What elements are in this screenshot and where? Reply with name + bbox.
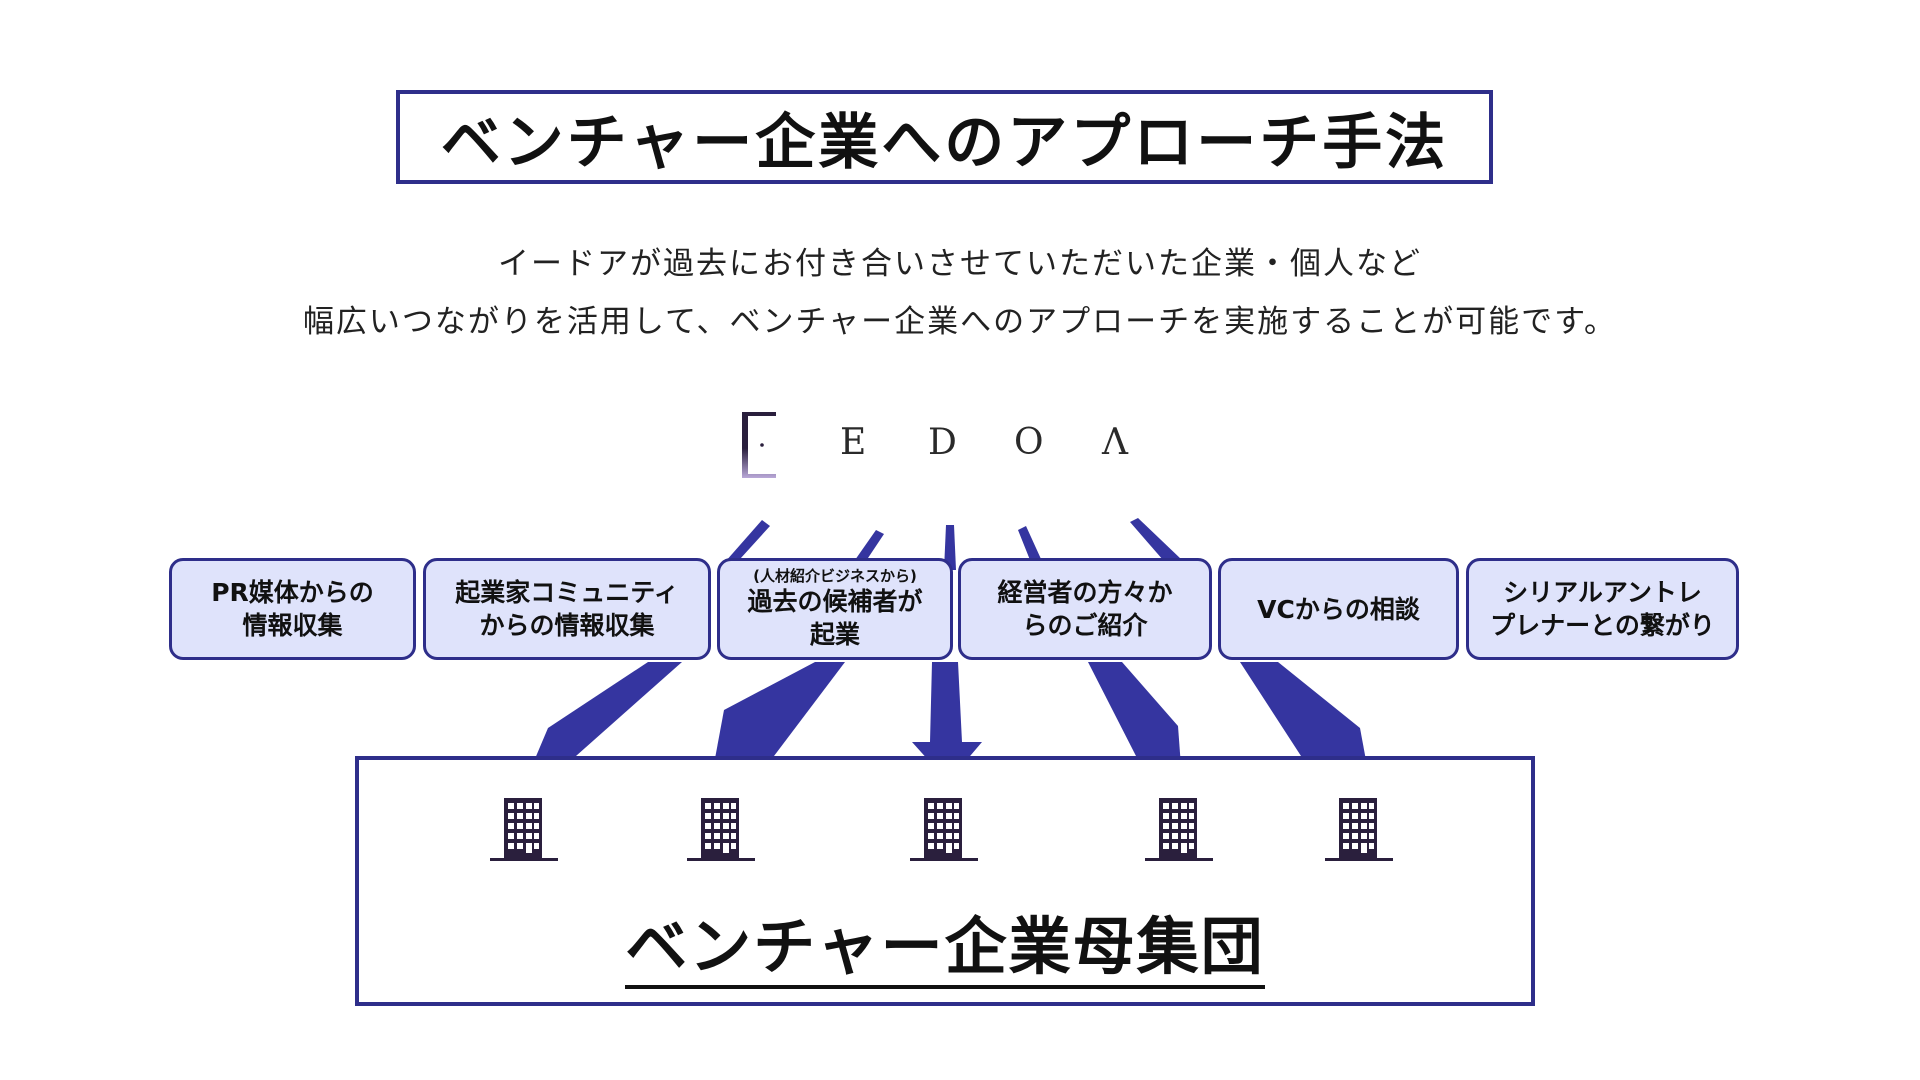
down-arrow-3 bbox=[912, 662, 982, 782]
logo-letter-d: D bbox=[928, 422, 957, 463]
source-serial-entrepreneurs: シリアルアントレ プレナーとの繋がり bbox=[1466, 558, 1739, 660]
logo-arrow-5 bbox=[1130, 518, 1182, 568]
subtitle-line-1: イードアが過去にお付き合いさせていただいた企業・個人など bbox=[498, 246, 1422, 282]
down-arrow-2 bbox=[714, 662, 845, 764]
building-icon bbox=[1325, 798, 1393, 861]
source-entrepreneur-community: 起業家コミュニティ からの情報収集 bbox=[423, 558, 711, 660]
logo-letter-a: Λ bbox=[1102, 422, 1128, 463]
logo-bracket-icon bbox=[742, 412, 776, 478]
building-icon bbox=[910, 798, 978, 861]
building-icon bbox=[687, 798, 755, 861]
down-arrow-1 bbox=[526, 662, 682, 780]
page-title: ベンチャー企業へのアプローチ手法 bbox=[396, 90, 1493, 184]
logo-arrow-1 bbox=[718, 520, 770, 570]
logo-letter-e: E bbox=[840, 422, 867, 463]
source-past-candidates: (人材紹介ビジネスから) 過去の候補者が 起業 bbox=[717, 558, 953, 660]
building-icon bbox=[1145, 798, 1213, 861]
source-pr-media: PR媒体からの 情報収集 bbox=[169, 558, 416, 660]
logo-arrow-3 bbox=[944, 525, 956, 570]
source-vc-consultation: VCからの相談 bbox=[1218, 558, 1459, 660]
source-executive-referrals: 経営者の方々か らのご紹介 bbox=[958, 558, 1212, 660]
edoa-logo: E D O Λ bbox=[732, 408, 1152, 482]
subtitle-line-2: 幅広いつながりを活用して、ベンチャー企業へのアプローチを実施することが可能です。 bbox=[302, 304, 1618, 340]
down-arrow-4 bbox=[1088, 662, 1182, 780]
venture-pool-label: ベンチャー企業母集団 bbox=[355, 896, 1535, 989]
down-arrow-5 bbox=[1240, 662, 1370, 782]
logo-letter-o: O bbox=[1014, 422, 1044, 463]
building-icon bbox=[490, 798, 558, 861]
venture-pool-box bbox=[355, 756, 1535, 1006]
